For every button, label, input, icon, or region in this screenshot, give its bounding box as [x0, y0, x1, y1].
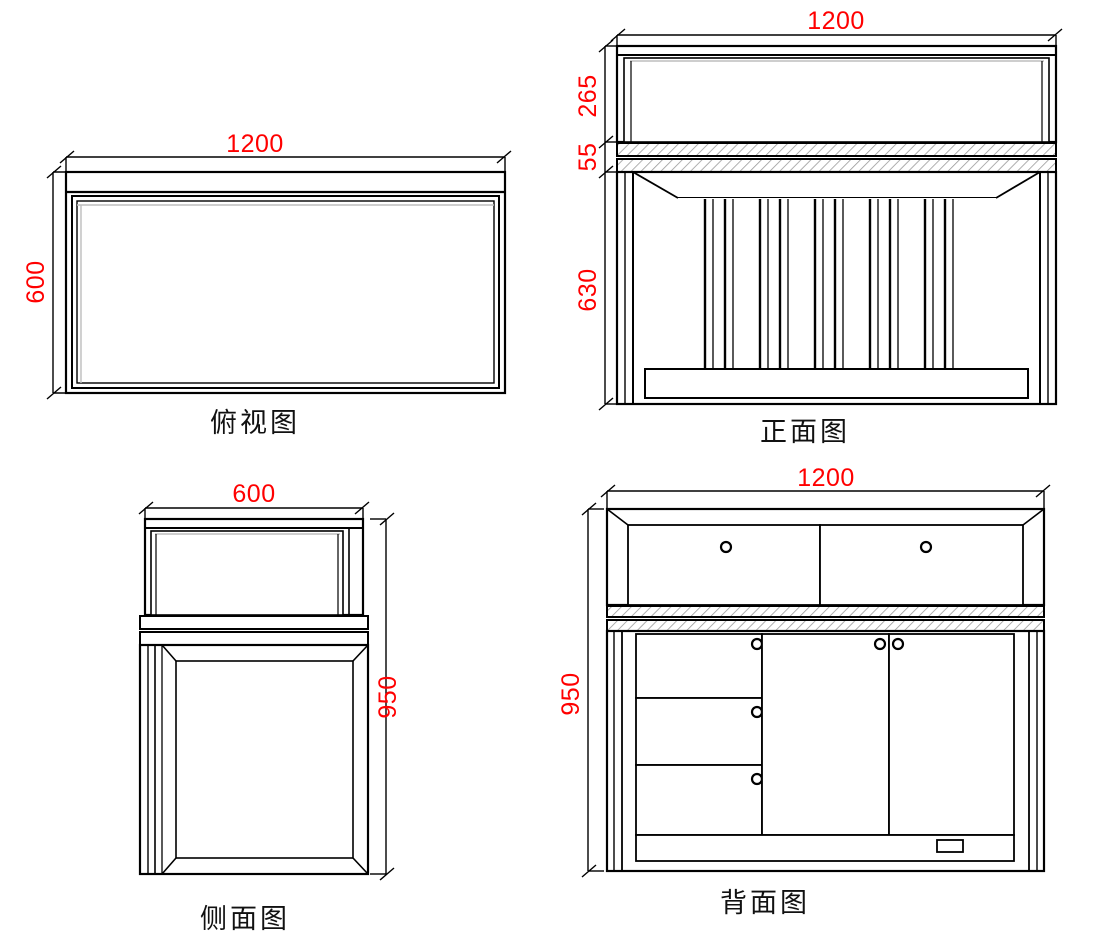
- view-label-top: 俯视图: [210, 408, 300, 439]
- dimension-label-front-counter-thickness: 55: [574, 143, 602, 172]
- knob-icon-lower-door-left[interactable]: [873, 637, 887, 651]
- view-top: 1200 600 俯视图: [22, 130, 512, 439]
- front-base-rail: [644, 368, 1029, 399]
- knob-icon-drawer-3[interactable]: [750, 772, 764, 786]
- dimension-back-height: [581, 502, 604, 878]
- front-counter-band-lower: [616, 158, 1057, 173]
- back-lower-door-left[interactable]: [761, 633, 890, 836]
- side-counter-band-lower: [139, 631, 369, 646]
- back-drawer-2[interactable]: [635, 697, 763, 766]
- front-upper-inner-frame: [623, 57, 1050, 143]
- dimension-side-height: [370, 512, 395, 881]
- side-upper-inner-frame: [150, 530, 344, 616]
- dimension-label-front-upper-height: 265: [574, 74, 602, 117]
- dimension-top-width: [59, 150, 512, 176]
- front-slat-group: [703, 199, 954, 369]
- dimension-side-depth: [138, 501, 370, 522]
- back-upper-door-left[interactable]: [627, 524, 821, 606]
- top-view-inner-frame-inner: [76, 200, 495, 384]
- back-counter-band-lower: [606, 619, 1045, 632]
- side-mitre-left: [161, 644, 177, 662]
- view-label-side: 侧面图: [200, 904, 290, 935]
- back-drawer-3[interactable]: [635, 764, 763, 836]
- view-label-front: 正面图: [760, 417, 850, 448]
- back-lower-door-right[interactable]: [888, 633, 1015, 836]
- dimension-label-top-depth: 600: [22, 260, 50, 303]
- dimension-label-top-width: 1200: [226, 130, 284, 158]
- front-slat-panel: [678, 198, 996, 369]
- back-vent-plate: [936, 839, 964, 853]
- dimension-label-front-width: 1200: [807, 7, 865, 35]
- side-counter-band-upper: [139, 615, 369, 630]
- view-back: 1200 950: [557, 464, 1051, 919]
- view-label-back: 背面图: [720, 888, 810, 919]
- knob-icon-drawer-1[interactable]: [750, 637, 764, 651]
- front-counter-band-upper: [616, 142, 1057, 157]
- back-upper-mitre-right: [1022, 508, 1045, 526]
- knob-icon-drawer-2[interactable]: [750, 705, 764, 719]
- dimension-label-side-height: 950: [374, 675, 402, 718]
- side-mitre-right: [352, 644, 369, 662]
- back-upper-mitre-left: [606, 508, 629, 526]
- knob-icon-upper-right[interactable]: [919, 540, 933, 554]
- front-mitre-right: [995, 171, 1041, 199]
- dimension-label-side-depth: 600: [232, 480, 275, 508]
- front-mitre-left: [632, 171, 679, 199]
- view-front: 1200 265 55 630: [574, 7, 1063, 448]
- dimension-label-front-lower-height: 630: [574, 268, 602, 311]
- side-mitre-left-bottom: [161, 857, 177, 875]
- view-side: 600 950 侧面图: [138, 480, 402, 935]
- back-drawer-1[interactable]: [635, 633, 763, 699]
- back-counter-band-upper: [606, 605, 1045, 618]
- dimension-back-width: [600, 484, 1051, 508]
- side-mitre-right-bottom: [352, 857, 369, 875]
- dimension-label-back-height: 950: [557, 672, 585, 715]
- dimension-label-back-width: 1200: [797, 464, 855, 492]
- back-upper-door-right[interactable]: [819, 524, 1024, 606]
- side-lower-recessed-panel: [175, 660, 354, 859]
- knob-icon-lower-door-right[interactable]: [891, 637, 905, 651]
- knob-icon-upper-left[interactable]: [719, 540, 733, 554]
